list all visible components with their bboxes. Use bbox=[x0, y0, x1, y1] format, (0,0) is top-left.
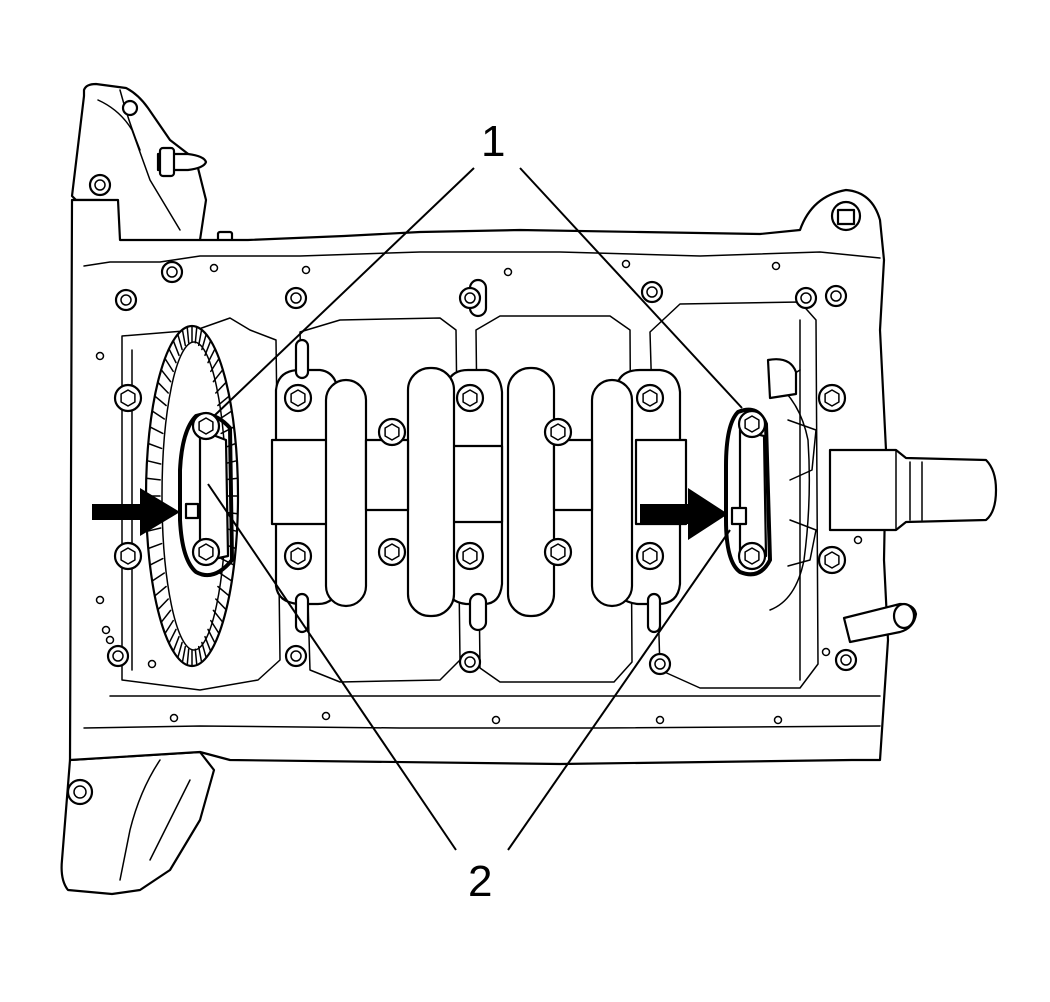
crankshaft-snout bbox=[828, 448, 998, 532]
leader-line bbox=[207, 483, 457, 851]
bolt-head bbox=[794, 286, 818, 310]
bolt-head bbox=[458, 286, 482, 310]
bearing-bay bbox=[649, 301, 819, 689]
small-hole bbox=[621, 259, 631, 269]
rod-journal bbox=[552, 438, 594, 512]
bolt-head bbox=[113, 541, 143, 571]
small-hole bbox=[821, 647, 831, 657]
small-hole bbox=[105, 635, 115, 645]
leader-line bbox=[519, 167, 743, 409]
leader-line bbox=[507, 529, 731, 851]
bolt-head bbox=[114, 288, 138, 312]
thrust-washer-tab bbox=[730, 506, 748, 526]
bolt-head bbox=[834, 648, 858, 672]
bolt-head bbox=[284, 644, 308, 668]
bolt-head bbox=[191, 411, 221, 441]
bolt-head bbox=[160, 260, 184, 284]
bolt-head bbox=[635, 383, 665, 413]
bolt-head bbox=[543, 417, 573, 447]
bolt-head bbox=[817, 383, 847, 413]
crank-journal bbox=[270, 438, 334, 526]
bolt-head bbox=[283, 383, 313, 413]
bolt-head bbox=[737, 541, 767, 571]
bolt-head bbox=[377, 537, 407, 567]
bolt-head bbox=[458, 650, 482, 674]
bearing-bay bbox=[475, 315, 633, 683]
crank-web bbox=[506, 366, 556, 618]
small-hole bbox=[771, 261, 781, 271]
bolt-head bbox=[455, 541, 485, 571]
callout-label-1: 1 bbox=[481, 117, 506, 166]
leader-line bbox=[213, 167, 475, 417]
small-hole bbox=[209, 263, 219, 273]
small-hole bbox=[147, 659, 157, 669]
bolt-head bbox=[648, 652, 672, 676]
small-hole bbox=[169, 713, 179, 723]
bracket-bolt bbox=[66, 778, 94, 806]
crank-web bbox=[324, 378, 368, 608]
bolt-head bbox=[284, 286, 308, 310]
small-hole bbox=[491, 715, 501, 725]
bolt-head bbox=[106, 644, 130, 668]
bolt-head bbox=[824, 284, 848, 308]
bolt-head bbox=[737, 409, 767, 439]
thrust-washer-tab bbox=[184, 502, 200, 520]
small-hole bbox=[503, 267, 513, 277]
arrow-right-icon bbox=[92, 488, 180, 536]
bolt-head bbox=[640, 280, 664, 304]
crank-web bbox=[406, 366, 456, 618]
small-hole bbox=[773, 715, 783, 725]
bolt-head bbox=[113, 383, 143, 413]
bolt-head bbox=[455, 383, 485, 413]
small-hole bbox=[655, 715, 665, 725]
bolt-head bbox=[635, 541, 665, 571]
bracket-bolt bbox=[88, 173, 112, 197]
callout-label-2: 2 bbox=[468, 857, 493, 906]
crank-journal bbox=[450, 444, 504, 524]
bolt-head bbox=[191, 537, 221, 567]
bolt-head bbox=[283, 541, 313, 571]
bolt-head bbox=[817, 545, 847, 575]
small-hole bbox=[101, 625, 111, 635]
small-hole bbox=[95, 351, 105, 361]
reluctor-ring bbox=[144, 324, 240, 668]
lower-left-bracket bbox=[60, 750, 216, 896]
rod-journal bbox=[364, 438, 410, 512]
crank-web bbox=[590, 378, 634, 608]
small-hole bbox=[321, 711, 331, 721]
small-hole bbox=[301, 265, 311, 275]
bolt-head bbox=[377, 417, 407, 447]
small-hole bbox=[853, 535, 863, 545]
arrow-right-icon bbox=[640, 488, 728, 540]
small-hole bbox=[95, 595, 105, 605]
thrust-washer-left bbox=[178, 412, 234, 577]
bolt-head bbox=[543, 537, 573, 567]
